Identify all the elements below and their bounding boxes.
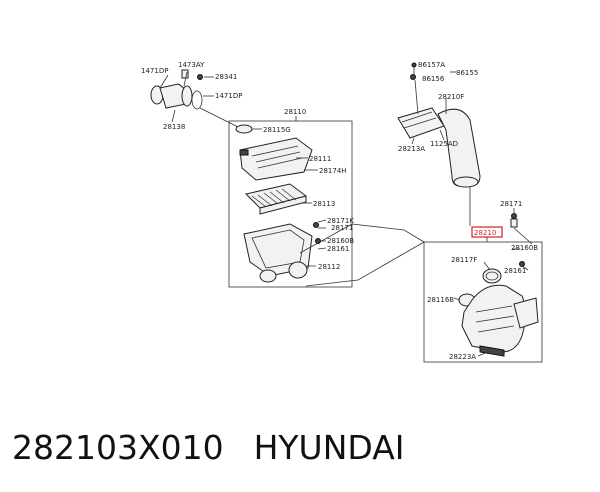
label-28138: 28138 (163, 123, 185, 131)
label-1471dp-top: 1471DP (141, 67, 168, 75)
label-1473ay: 1473AY (178, 61, 205, 69)
label-28210: 28210 (474, 229, 496, 237)
label-28171-right: 28171 (500, 200, 522, 208)
label-1471dp-right: 1471DP (215, 92, 242, 100)
label-86156: 86156 (422, 75, 445, 83)
label-28171-left: 28171 (331, 224, 353, 232)
center-leaders (252, 128, 425, 287)
caption-part-number: 282103X010 (12, 428, 224, 467)
label-28115g: 28115G (263, 126, 291, 134)
label-28161-right: 28161 (504, 267, 526, 275)
label-28223a: 28223A (449, 353, 476, 361)
assy-main-body (458, 213, 539, 357)
label-28171k: 28171K (327, 217, 354, 225)
caption: 282103X010 HYUNDAI (12, 428, 435, 467)
air-filter-element (245, 183, 308, 215)
caption-brand: HYUNDAI (253, 428, 405, 467)
label-28117f: 28117F (451, 256, 477, 264)
label-28116b: 28116B (427, 296, 454, 304)
label-28210f: 28210F (438, 93, 464, 101)
label-28113: 28113 (313, 200, 335, 208)
label-28160b-right: 28160B (511, 244, 538, 252)
label-28213a: 28213A (398, 145, 425, 153)
intake-hose-assembly (150, 69, 241, 129)
right-leaders (453, 208, 533, 357)
label-28111: 28111 (309, 155, 331, 163)
label-28174h: 28174H (319, 167, 347, 175)
air-cleaner-lower-body (243, 222, 321, 283)
parts-diagram: 1471DP 1473AY 28341 1471DP 28138 28110 2… (141, 61, 543, 363)
label-28112: 28112 (318, 263, 340, 271)
air-duct-assembly (397, 62, 481, 226)
label-28341: 28341 (215, 73, 237, 81)
air-cleaner-box (228, 120, 353, 288)
label-86157a: 86157A (418, 61, 445, 69)
label-1125ad: 1125AD (430, 140, 458, 148)
label-86155: 86155 (456, 69, 478, 77)
air-cleaner-cover (235, 124, 313, 181)
label-28110: 28110 (284, 108, 306, 116)
air-cleaner-assy-box (423, 241, 543, 363)
label-28160b-left: 28160B (327, 237, 354, 245)
label-28161-left: 28161 (327, 245, 349, 253)
